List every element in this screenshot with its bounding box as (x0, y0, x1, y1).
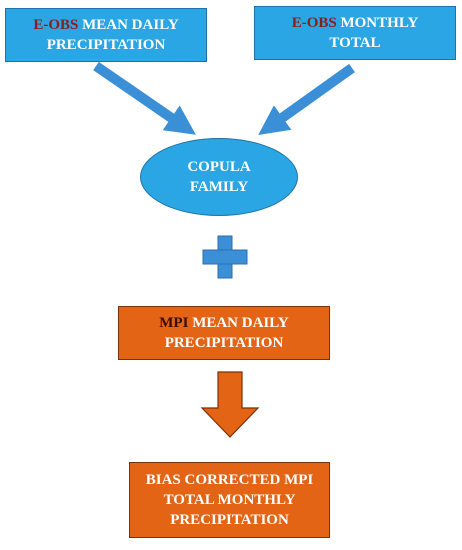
arrow-eobs-monthly-to-copula (258, 63, 355, 135)
arrow-eobs-daily-to-copula (93, 61, 196, 135)
eobs-monthly-total-box: E-OBS MONTHLY TOTAL (254, 6, 456, 60)
mpi-mean-daily-precipitation-box: MPI MEAN DAILY PRECIPITATION (118, 306, 330, 360)
eobs-daily-highlight: E-OBS (33, 17, 79, 33)
eobs-daily-rest: MEAN DAILY (78, 17, 179, 33)
eobs-monthly-line2: TOTAL (329, 35, 381, 51)
bias-mpi-line2: TOTAL MONTHLY (163, 492, 296, 508)
copula-line2: FAMILY (189, 179, 249, 195)
plus-icon (202, 235, 248, 279)
eobs-monthly-rest: MONTHLY (336, 15, 419, 31)
bias-corrected-mpi-box: BIAS CORRECTED MPI TOTAL MONTHLY PRECIPI… (129, 462, 330, 538)
copula-family-ellipse: COPULA FAMILY (140, 138, 298, 216)
mpi-daily-highlight: MPI (159, 315, 189, 331)
bias-mpi-line1: BIAS CORRECTED MPI (145, 472, 314, 488)
eobs-mean-daily-precipitation-box: E-OBS MEAN DAILY PRECIPITATION (5, 8, 207, 62)
eobs-daily-line2: PRECIPITATION (46, 37, 166, 53)
mpi-daily-rest: MEAN DAILY (188, 315, 289, 331)
mpi-daily-line1: MPI MEAN DAILY (159, 313, 288, 333)
eobs-daily-line1: E-OBS MEAN DAILY (33, 15, 178, 35)
copula-line1: COPULA (187, 159, 251, 175)
down-arrow-icon (200, 371, 260, 438)
eobs-monthly-highlight: E-OBS (291, 15, 337, 31)
eobs-monthly-line1: E-OBS MONTHLY (292, 13, 419, 33)
bias-mpi-line3: PRECIPITATION (170, 512, 289, 528)
mpi-daily-line2: PRECIPITATION (164, 335, 284, 351)
